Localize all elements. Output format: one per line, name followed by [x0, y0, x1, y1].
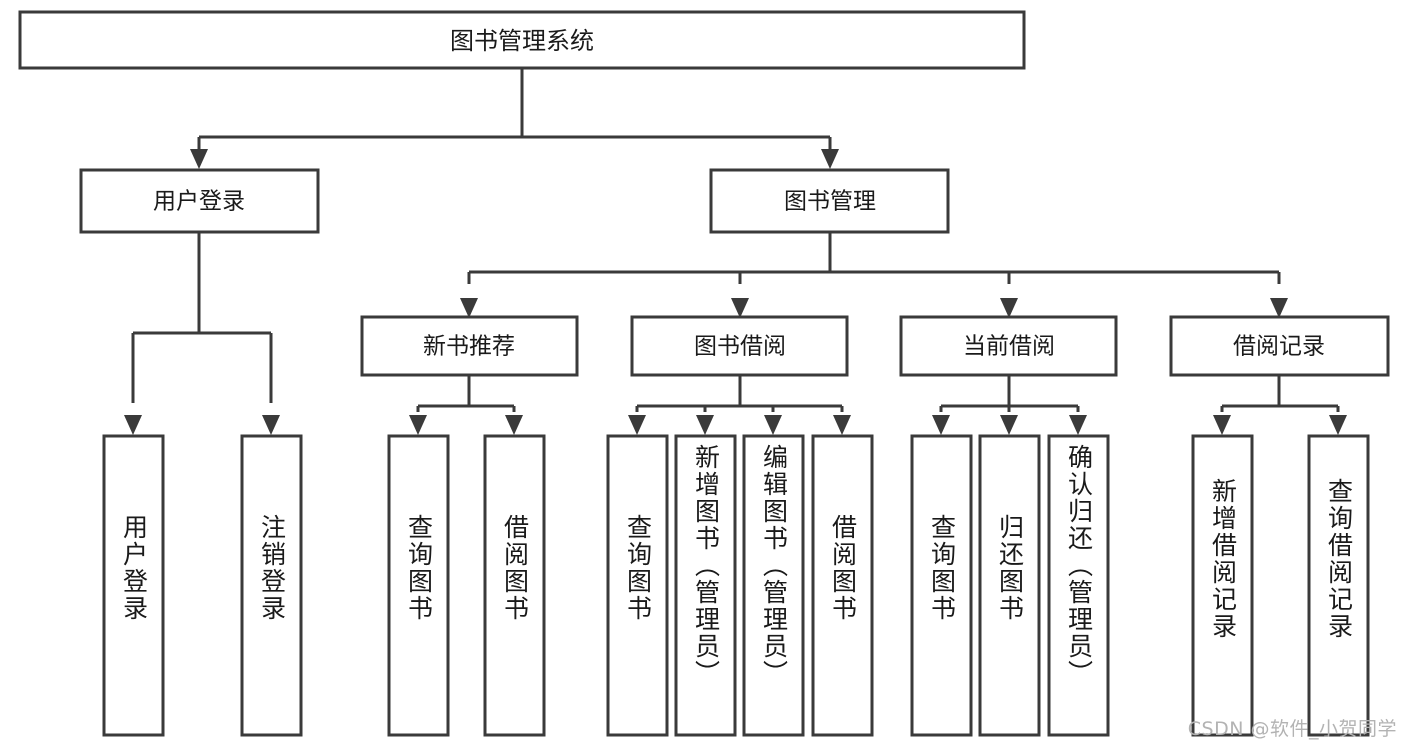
arrowhead-new-book-recommend — [460, 298, 478, 318]
arrowhead-leaf-return-book — [1000, 415, 1018, 435]
node-leaf-borrow-book-1[interactable] — [483, 434, 546, 737]
connector-group-user-login — [124, 232, 280, 435]
node-leaf-user-login[interactable] — [102, 434, 165, 737]
arrowhead-leaf-borrow-book-1 — [505, 415, 523, 435]
arrowhead-borrow-record — [1270, 298, 1288, 318]
node-leaf-query-record-box[interactable] — [1307, 434, 1370, 737]
node-leaf-add-record-box[interactable] — [1191, 434, 1254, 737]
node-leaf-query-record[interactable] — [1307, 434, 1370, 737]
node-leaf-confirm-return[interactable] — [1047, 434, 1110, 737]
node-new-book-recommend[interactable]: 新书推荐 — [360, 315, 579, 377]
node-current-borrow-box[interactable] — [899, 315, 1118, 377]
node-leaf-edit-book[interactable] — [742, 434, 805, 737]
arrowhead-leaf-edit-book — [764, 415, 782, 435]
arrowhead-leaf-borrow-book-2 — [833, 415, 851, 435]
node-borrow-record-box[interactable] — [1169, 315, 1390, 377]
node-book-management-box[interactable] — [709, 168, 950, 234]
connector-group-current-borrow — [932, 375, 1087, 435]
node-book-management[interactable]: 图书管理 — [709, 168, 950, 234]
node-leaf-confirm-return-box[interactable] — [1047, 434, 1110, 737]
arrowhead-leaf-user-login — [124, 415, 142, 435]
node-leaf-query-book-1-box[interactable] — [387, 434, 450, 737]
node-leaf-borrow-book-2-box[interactable] — [811, 434, 874, 737]
arrowhead-current-borrow — [1000, 298, 1018, 318]
arrowhead-leaf-add-record — [1213, 415, 1231, 435]
arrowhead-leaf-query-record — [1329, 415, 1347, 435]
arrowhead-book-borrow — [731, 298, 749, 318]
connector-group-borrow-record — [1213, 375, 1347, 435]
node-leaf-logout-login-box[interactable] — [240, 434, 303, 737]
connector-group-root — [190, 68, 839, 169]
node-leaf-query-book-2[interactable] — [606, 434, 669, 737]
node-leaf-add-book-box[interactable] — [674, 434, 737, 737]
node-new-book-recommend-label: 新书推荐 — [423, 334, 515, 360]
node-leaf-query-book-3-box[interactable] — [910, 434, 973, 737]
watermark-text: CSDN @软件_小贺同学 — [1187, 718, 1397, 740]
node-leaf-return-book[interactable] — [978, 434, 1041, 737]
arrowhead-leaf-logout-login — [262, 415, 280, 435]
node-user-login-box[interactable] — [79, 168, 320, 234]
node-leaf-edit-book-box[interactable] — [742, 434, 805, 737]
node-new-book-recommend-box[interactable] — [360, 315, 579, 377]
node-book-borrow-box[interactable] — [630, 315, 849, 377]
arrowhead-leaf-query-book-2 — [628, 415, 646, 435]
node-user-login-label: 用户登录 — [153, 189, 245, 215]
node-borrow-record-label: 借阅记录 — [1233, 334, 1325, 360]
node-leaf-query-book-3[interactable] — [910, 434, 973, 737]
node-user-login[interactable]: 用户登录 — [79, 168, 320, 234]
arrowhead-leaf-add-book — [696, 415, 714, 435]
connector-group-book-management — [460, 232, 1288, 318]
node-book-management-label: 图书管理 — [784, 189, 876, 215]
node-leaf-user-login-box[interactable] — [102, 434, 165, 737]
arrowhead-leaf-confirm-return — [1069, 415, 1087, 435]
node-leaf-borrow-book-1-box[interactable] — [483, 434, 546, 737]
node-leaf-return-book-box[interactable] — [978, 434, 1041, 737]
node-root-box[interactable] — [18, 10, 1026, 70]
node-leaf-borrow-book-2[interactable] — [811, 434, 874, 737]
node-root-label: 图书管理系统 — [450, 27, 594, 55]
connector-group-book-borrow — [628, 375, 851, 435]
node-borrow-record[interactable]: 借阅记录 — [1169, 315, 1390, 377]
connector-group-new-book-recommend — [409, 375, 523, 435]
node-book-borrow[interactable]: 图书借阅 — [630, 315, 849, 377]
node-leaf-query-book-1[interactable] — [387, 434, 450, 737]
node-leaf-add-book[interactable] — [674, 434, 737, 737]
node-book-borrow-label: 图书借阅 — [694, 334, 786, 360]
node-leaf-add-record[interactable] — [1191, 434, 1254, 737]
node-current-borrow-label: 当前借阅 — [963, 334, 1055, 360]
node-leaf-logout-login[interactable] — [240, 434, 303, 737]
arrowhead-leaf-query-book-1 — [409, 415, 427, 435]
arrowhead-book-management — [821, 149, 839, 169]
node-root[interactable]: 图书管理系统 — [18, 10, 1026, 70]
node-current-borrow[interactable]: 当前借阅 — [899, 315, 1118, 377]
node-leaf-query-book-2-box[interactable] — [606, 434, 669, 737]
arrowhead-user-login — [190, 149, 208, 169]
arrowhead-leaf-query-book-3 — [932, 415, 950, 435]
